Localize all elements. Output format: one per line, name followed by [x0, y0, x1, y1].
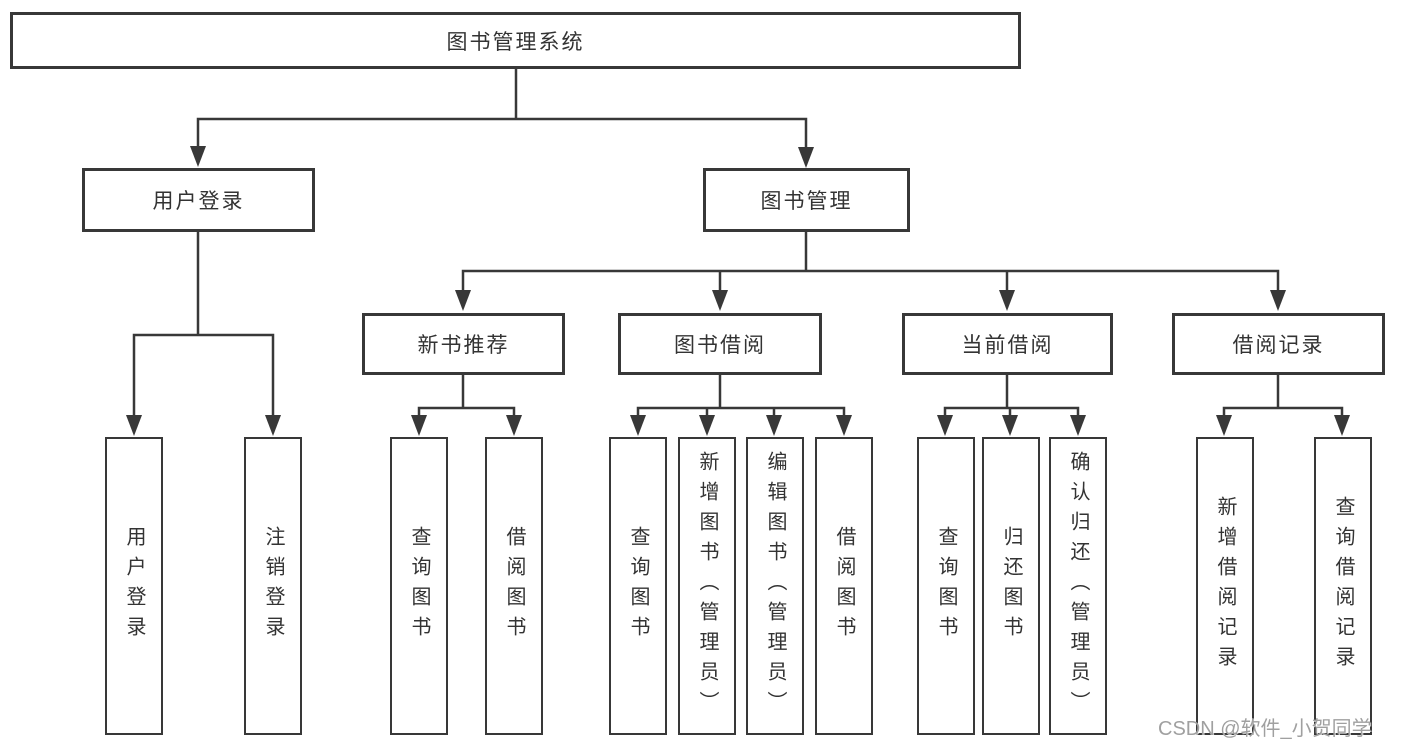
node-borrowing-records-label: 借阅记录 — [1232, 334, 1325, 357]
leaf-rec-borrow-books-label: 借阅图书 — [503, 526, 525, 646]
leaf-cb-return-books: 归还图书 — [982, 437, 1040, 735]
node-book-borrowing: 图书借阅 — [618, 313, 822, 375]
node-book-borrowing-label: 图书借阅 — [674, 334, 766, 357]
leaf-rec-query-books: 查询图书 — [390, 437, 448, 735]
leaf-bb-query-books: 查询图书 — [609, 437, 667, 735]
leaf-cb-confirm-return-admin: 确认归还（管理员） — [1049, 437, 1107, 735]
node-root-system: 图书管理系统 — [10, 12, 1021, 69]
leaf-bb-query-books-label: 查询图书 — [627, 526, 649, 646]
leaf-br-query-record-label: 查询借阅记录 — [1332, 496, 1354, 676]
leaf-bb-borrow-books-label: 借阅图书 — [833, 526, 855, 646]
node-current-borrowing-label: 当前借阅 — [961, 334, 1054, 357]
leaf-bb-add-books-admin-label: 新增图书（管理员） — [696, 451, 718, 721]
leaf-br-add-record-label: 新增借阅记录 — [1214, 496, 1236, 676]
leaf-user-login-label: 用户登录 — [123, 526, 145, 646]
node-user-login: 用户登录 — [82, 168, 315, 232]
leaf-cb-confirm-return-admin-label: 确认归还（管理员） — [1067, 451, 1089, 721]
leaf-cb-query-books-label: 查询图书 — [935, 526, 957, 646]
leaf-cb-query-books: 查询图书 — [917, 437, 975, 735]
csdn-watermark: CSDN @软件_小贺同学 — [1158, 718, 1372, 740]
leaf-bb-borrow-books: 借阅图书 — [815, 437, 873, 735]
node-book-management: 图书管理 — [703, 168, 910, 232]
leaf-bb-edit-books-admin-label: 编辑图书（管理员） — [764, 451, 786, 721]
node-new-book-recommendation: 新书推荐 — [362, 313, 565, 375]
leaf-cb-return-books-label: 归还图书 — [1000, 526, 1022, 646]
leaf-logout: 注销登录 — [244, 437, 302, 735]
leaf-logout-label: 注销登录 — [262, 526, 284, 646]
node-root-label: 图书管理系统 — [446, 30, 585, 54]
leaf-rec-borrow-books: 借阅图书 — [485, 437, 543, 735]
node-user-login-label: 用户登录 — [152, 190, 245, 213]
node-book-management-label: 图书管理 — [760, 190, 853, 213]
leaf-br-query-record: 查询借阅记录 — [1314, 437, 1372, 735]
leaf-rec-query-books-label: 查询图书 — [408, 526, 430, 646]
leaf-user-login: 用户登录 — [105, 437, 163, 735]
node-borrowing-records: 借阅记录 — [1172, 313, 1385, 375]
node-new-book-recommendation-label: 新书推荐 — [417, 334, 510, 357]
leaf-bb-add-books-admin: 新增图书（管理员） — [678, 437, 736, 735]
leaf-bb-edit-books-admin: 编辑图书（管理员） — [746, 437, 804, 735]
leaf-br-add-record: 新增借阅记录 — [1196, 437, 1254, 735]
node-current-borrowing: 当前借阅 — [902, 313, 1113, 375]
